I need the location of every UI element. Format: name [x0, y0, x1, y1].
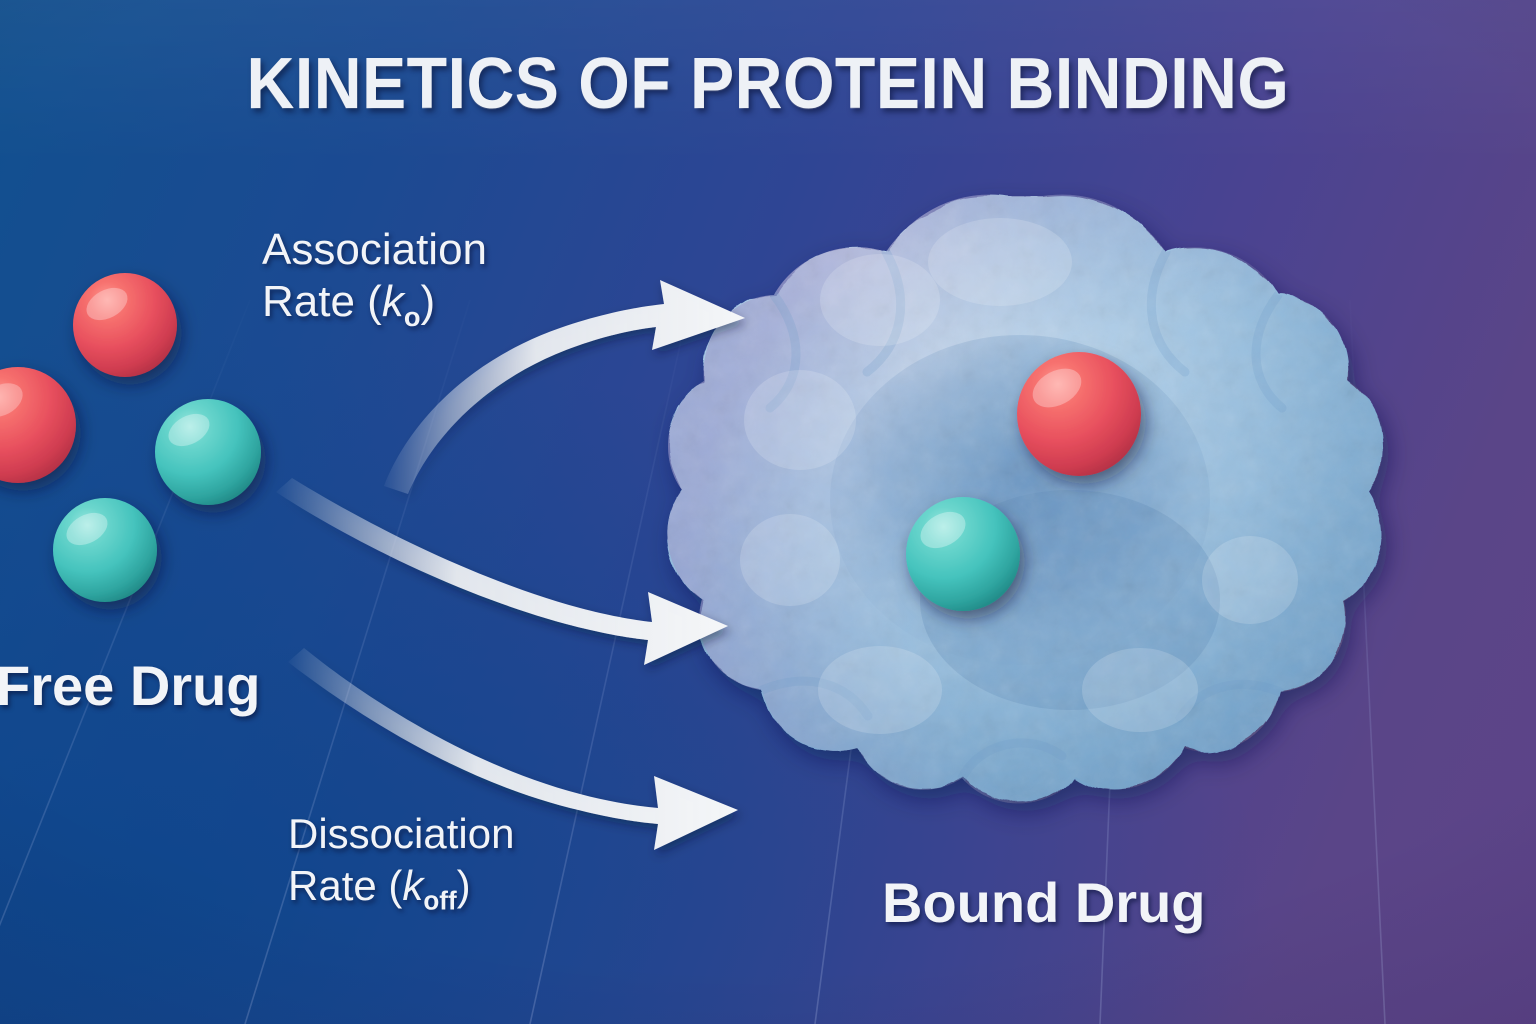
- dissociation-rate-symbol: k: [402, 862, 424, 909]
- teal-sphere-right: [155, 399, 261, 505]
- association-label-line1: Association: [262, 225, 488, 274]
- association-rate-suffix: ): [420, 277, 436, 326]
- association-label-line2: Rate (ko): [262, 276, 487, 343]
- binding-arrow: [276, 478, 728, 665]
- page-title: KINETICS OF PROTEIN BINDING: [246, 44, 1290, 124]
- protein-blob: [667, 194, 1383, 804]
- free-drug-label: Free Drug: [0, 654, 261, 717]
- teal-sphere-lower: [53, 498, 157, 602]
- association-rate-prefix: Rate (: [262, 277, 382, 326]
- dissociation-rate-prefix: Rate (: [288, 862, 403, 909]
- red-sphere-edge: [0, 367, 76, 483]
- association-rate-label: Association Rate (ko): [262, 224, 487, 343]
- free-drug-cluster: [0, 273, 261, 602]
- bound-red-sphere: [1017, 352, 1141, 476]
- association-rate-symbol: k: [381, 277, 404, 326]
- dissociation-rate-suffix: ): [456, 862, 471, 909]
- association-rate-subscript: o: [403, 300, 421, 332]
- dissociation-label-line2: Rate (koff): [288, 860, 514, 926]
- dissociation-label-line1: Dissociation: [288, 810, 515, 857]
- red-sphere-upper: [73, 273, 177, 377]
- bound-drug-label: Bound Drug: [882, 871, 1206, 934]
- dissociation-rate-label: Dissociation Rate (koff): [288, 808, 514, 926]
- dissociation-rate-subscript: off: [423, 885, 457, 916]
- bound-teal-sphere: [906, 497, 1020, 611]
